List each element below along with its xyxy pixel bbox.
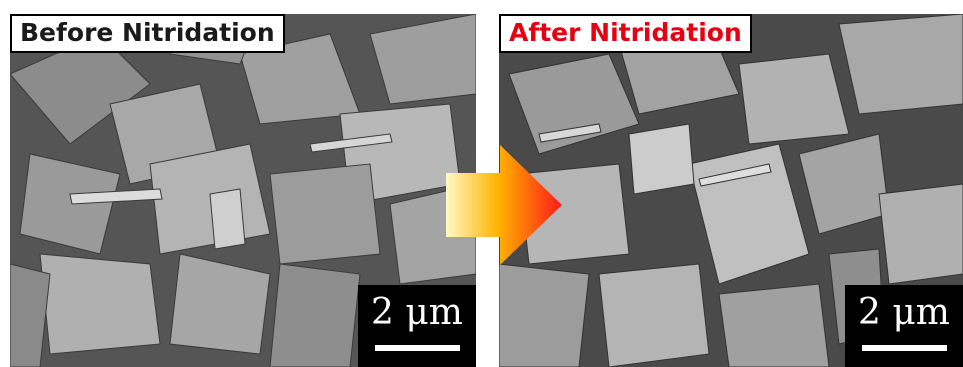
scale-bar-before: 2 μm [358,285,476,367]
sem-image-before: Before Nitridation 2 μm [10,14,476,367]
scale-bar-text-after: 2 μm [858,292,950,333]
before-label-text: Before Nitridation [20,18,275,47]
scale-bar-after: 2 μm [845,285,963,367]
scale-bar-line-before [375,345,460,351]
scale-bar-text-before: 2 μm [371,292,463,333]
after-nitridation-label: After Nitridation [499,14,752,53]
scale-bar-line-after [862,345,947,351]
before-nitridation-label: Before Nitridation [10,14,285,53]
after-label-text: After Nitridation [509,18,742,47]
right-arrow-icon [446,145,562,265]
sem-image-after: After Nitridation 2 μm [499,14,963,367]
